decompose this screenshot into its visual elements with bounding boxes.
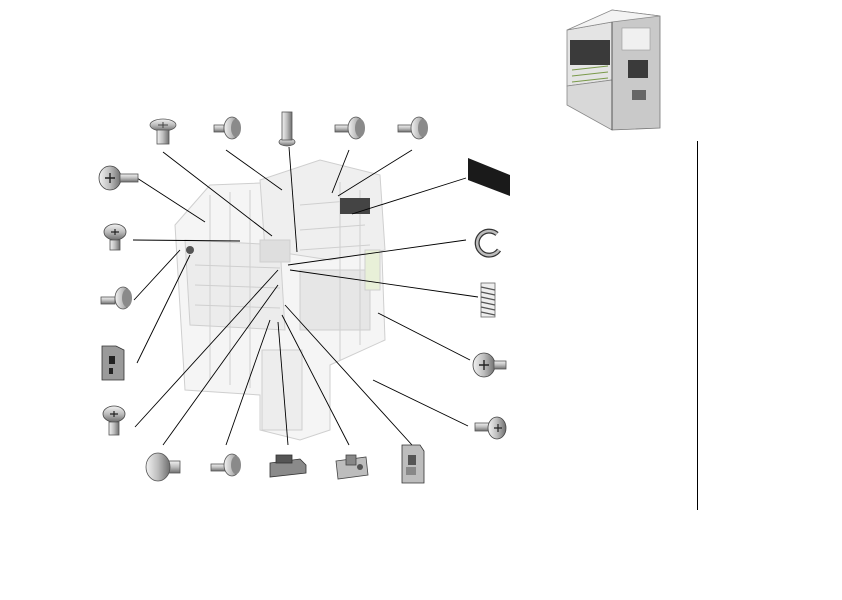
phillips-screw-icon [102,405,126,436]
knob-icon [145,452,181,482]
pin-icon [278,111,296,147]
shoulder-screw-icon [397,116,428,140]
shoulder-screw-icon [100,286,132,310]
vertical-divider [697,141,698,510]
bracket-icon [101,345,125,381]
foam-gasket-icon [468,158,510,196]
pan-head-screw-icon [149,118,177,145]
holder-icon [335,454,369,480]
bracket-icon [401,444,425,484]
shoulder-screw-icon [334,116,365,140]
assembly-locator-thumbnail [566,9,661,131]
phillips-screw-icon [98,165,139,191]
e-ring-icon [474,228,502,258]
phillips-screw-icon [472,352,507,378]
phillips-screw-icon [474,416,507,440]
clip-icon [269,454,307,478]
shoulder-screw-icon [213,116,241,140]
compression-spring-icon [480,282,496,318]
phillips-screw-icon [103,223,127,251]
leader-lines [132,146,479,446]
main-assembly [174,159,386,441]
shoulder-screw-icon [210,453,241,477]
